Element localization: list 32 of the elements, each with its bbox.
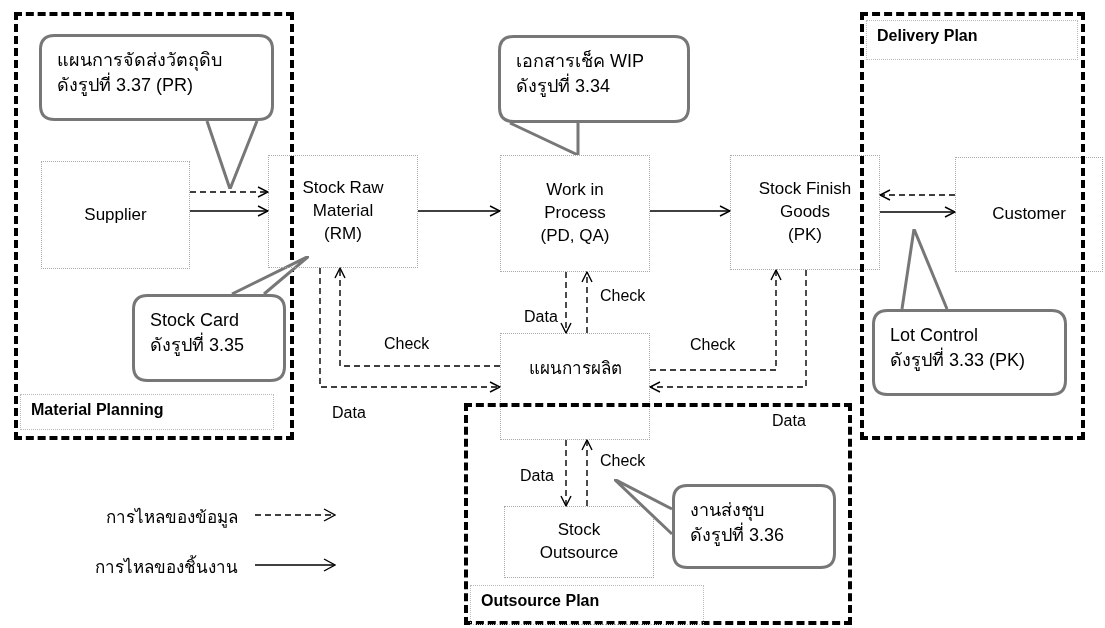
process-box: แผนการผลิต <box>500 333 650 440</box>
arrow <box>189 205 269 217</box>
region-label: Material Planning <box>20 394 274 430</box>
dashed-region <box>464 403 852 625</box>
arrow <box>879 206 956 218</box>
callout-text: เอกสารเช็ค WIP ดังรูปที่ 3.34 <box>516 49 644 99</box>
process-box: Stock Raw Material (RM) <box>268 155 418 268</box>
region-label: Delivery Plan <box>866 20 1078 60</box>
arrow <box>649 269 807 393</box>
process-box: Supplier <box>41 161 190 269</box>
arrow <box>879 189 956 201</box>
callout-text: แผนการจัดส่งวัตถุดิบ ดังรูปที่ 3.37 (PR) <box>57 49 222 98</box>
process-box: Customer <box>955 157 1103 272</box>
arrow <box>319 267 501 393</box>
legend-text: การไหลของชิ้นงาน <box>95 553 238 580</box>
process-box: Stock Finish Goods (PK) <box>730 155 880 270</box>
arrow <box>417 205 501 217</box>
arrow <box>649 205 731 217</box>
arrow <box>581 271 593 334</box>
arrow <box>189 186 269 198</box>
callout-text: งานส่งชุบ ดังรูปที่ 3.36 <box>690 499 785 548</box>
region-label: Outsource Plan <box>470 585 704 625</box>
callout-text: Stock Card ดังรูปที่ 3.35 <box>150 309 245 358</box>
legend-text: การไหลของข้อมูล <box>106 506 238 530</box>
arrow <box>334 267 501 367</box>
dashed-region <box>860 12 1085 440</box>
callout-text: Lot Control ดังรูปที่ 3.33 (PK) <box>890 324 1026 373</box>
arrow <box>581 439 593 507</box>
arrow <box>560 271 572 334</box>
process-box: Work in Process (PD, QA) <box>500 155 650 272</box>
arrow <box>560 439 572 507</box>
arrow <box>649 269 782 371</box>
